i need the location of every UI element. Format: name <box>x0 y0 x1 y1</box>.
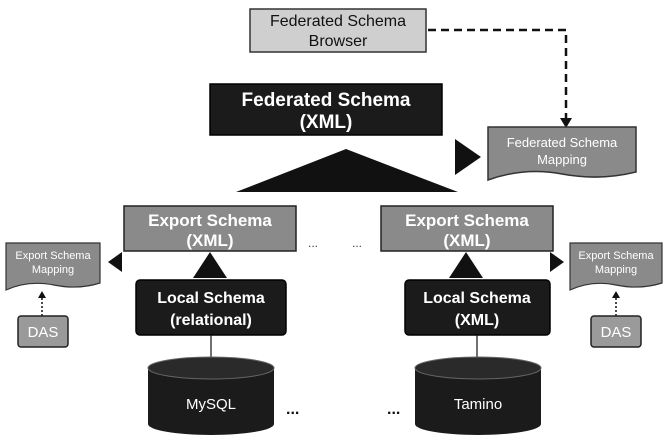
browser-label-line1: Federated Schema <box>270 13 406 30</box>
browser-label-line2: Browser <box>309 33 368 50</box>
local-schema-right-box: Local Schema (XML) <box>404 279 551 336</box>
arrow-to-federated-mapping <box>455 139 481 175</box>
ellipsis-db-left: ... <box>286 401 299 418</box>
federated-label-line1: Federated Schema <box>242 90 411 111</box>
local-schema-left-box: Local Schema (relational) <box>135 279 287 336</box>
triangle-local-to-export-right <box>449 252 483 278</box>
ellipsis-export-left: ... <box>308 236 318 250</box>
federated-schema-browser-box: Federated Schema Browser <box>249 8 427 53</box>
triangle-local-to-export-left <box>193 252 227 278</box>
map-right-label-line2: Mapping <box>595 264 637 276</box>
federated-schema-box: Federated Schema (XML) <box>209 83 443 136</box>
federated-schema-mapping-doc: Federated Schema Mapping <box>487 126 637 182</box>
das-left-label: DAS <box>28 324 59 341</box>
export-right-label-line1: Export Schema <box>405 211 529 230</box>
federated-label-line2: (XML) <box>300 112 353 133</box>
das-left-box: DAS <box>17 315 69 348</box>
export-left-label-line1: Export Schema <box>148 211 272 230</box>
map-left-label-line1: Export Schema <box>15 250 91 262</box>
export-left-label-line2: (XML) <box>186 231 233 250</box>
dashed-connector-arrowhead <box>560 118 572 128</box>
export-schema-right-box: Export Schema (XML) <box>380 205 554 252</box>
local-right-label-line2: (XML) <box>455 312 499 329</box>
integration-triangle <box>236 149 458 192</box>
export-schema-mapping-left-doc: Export Schema Mapping <box>5 242 101 291</box>
das-left-arrowhead <box>38 291 46 298</box>
local-right-label-line1: Local Schema <box>423 290 531 307</box>
ellipsis-export-right: ... <box>352 236 362 250</box>
export-schema-mapping-right-doc: Export Schema Mapping <box>569 242 663 291</box>
export-right-label-line2: (XML) <box>443 231 490 250</box>
tamino-label: Tamino <box>454 396 502 413</box>
browser-to-mapping-dashed-connector <box>428 28 568 120</box>
map-right-label-line1: Export Schema <box>578 250 654 262</box>
das-right-box: DAS <box>590 315 642 348</box>
mysql-database-cylinder: MySQL <box>147 356 275 435</box>
local-left-label-line2: (relational) <box>170 312 252 329</box>
das-right-arrowhead <box>612 291 620 298</box>
map-left-label-line2: Mapping <box>32 264 74 276</box>
fed-mapping-label-line2: Mapping <box>537 152 587 167</box>
fed-mapping-label-line1: Federated Schema <box>507 135 618 150</box>
export-schema-left-box: Export Schema (XML) <box>123 205 297 252</box>
arrow-to-right-mapping <box>550 252 564 272</box>
arrow-to-left-mapping <box>108 252 122 272</box>
das-right-label: DAS <box>601 324 632 341</box>
mysql-label: MySQL <box>186 396 236 413</box>
tamino-database-cylinder: Tamino <box>414 356 542 435</box>
ellipsis-db-right: ... <box>387 401 400 418</box>
local-left-label-line1: Local Schema <box>157 290 265 307</box>
